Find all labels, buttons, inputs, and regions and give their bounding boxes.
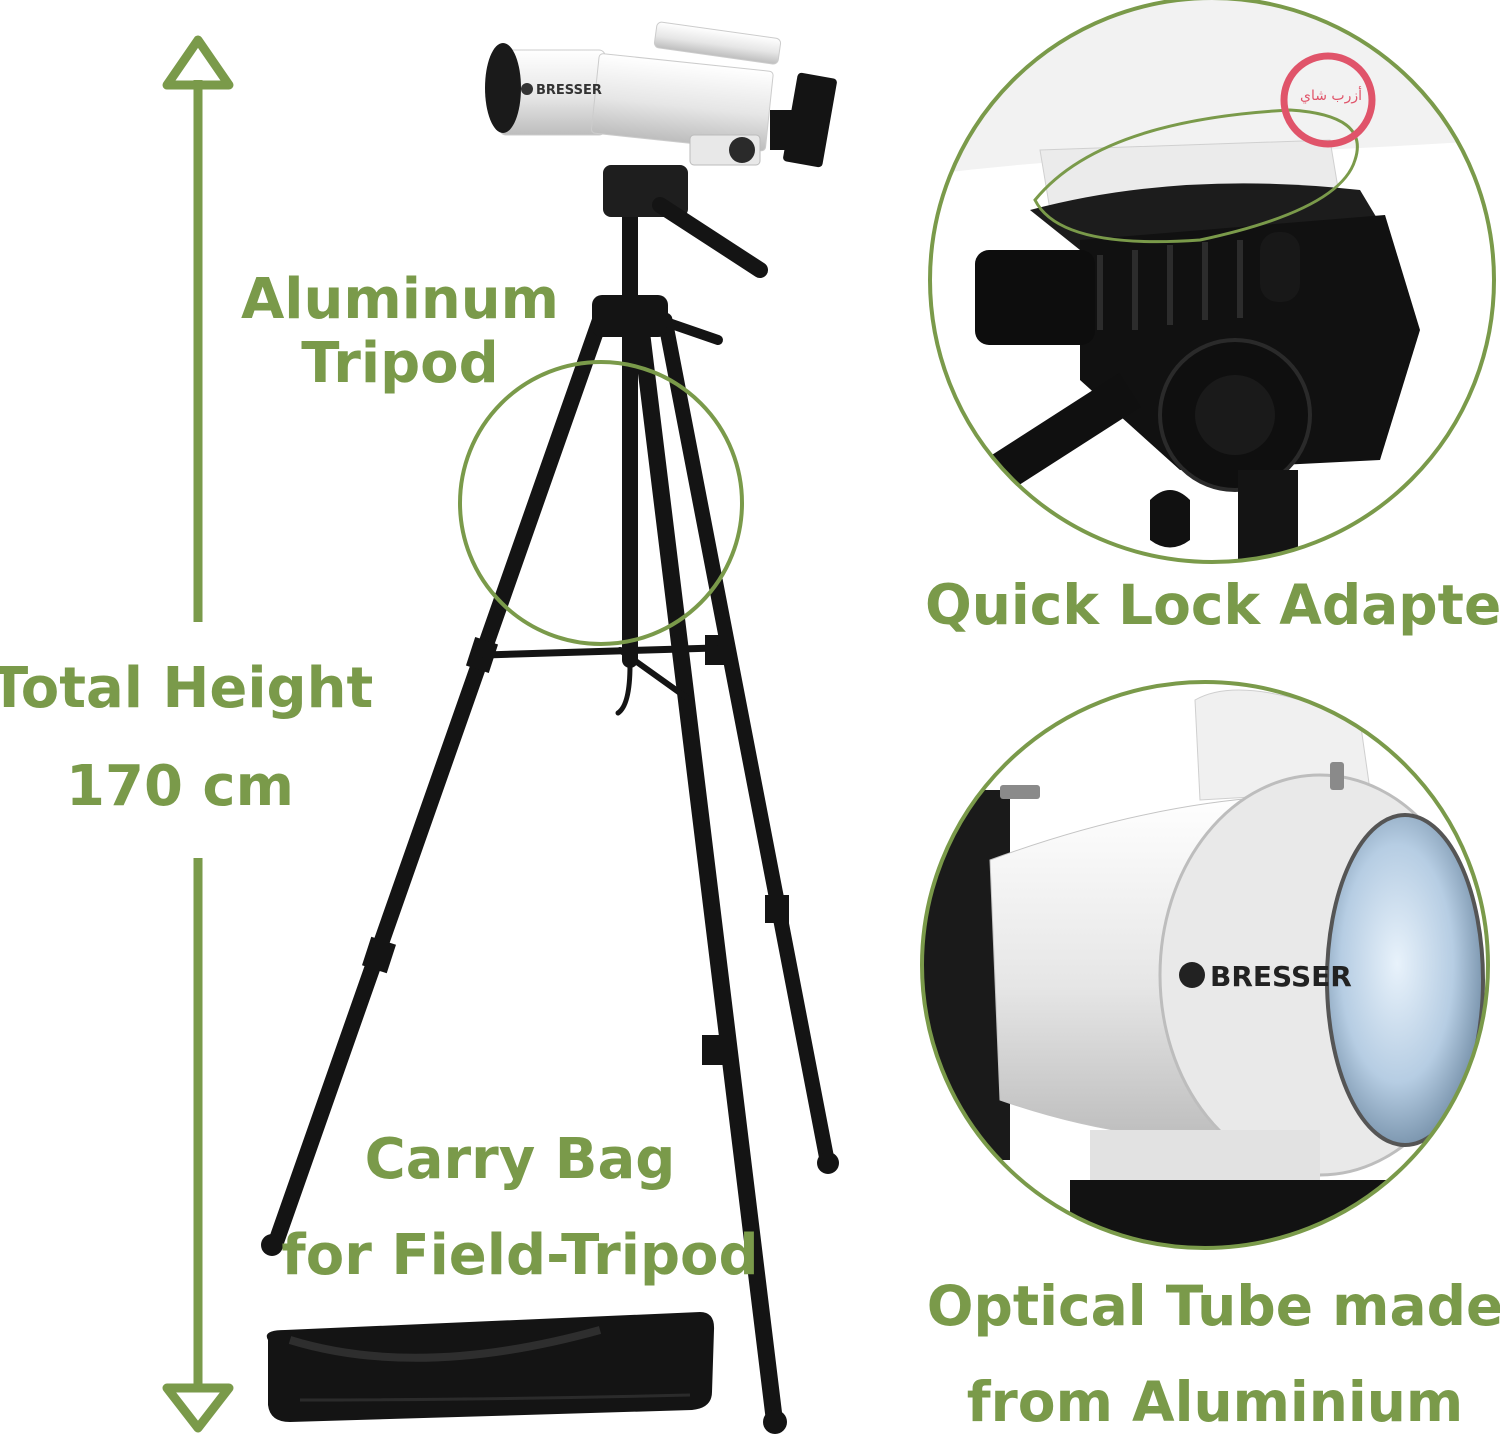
brand-logo-icon: BRESSER [521, 83, 602, 98]
tube-brand-logo-text: BRESSER [1210, 960, 1352, 993]
tripod [261, 165, 839, 1434]
total-height-label: Total Height 170 cm [0, 656, 374, 819]
carry-bag [266, 1312, 715, 1422]
brand-logo-text: BRESSER [536, 83, 602, 98]
tube-brand-logo-icon: BRESSER [1179, 960, 1352, 993]
tripod-zoom-circle [458, 360, 744, 646]
quick-lock-detail-image [928, 0, 1496, 564]
quick-lock-adapter-label: Quick Lock Adapter [925, 573, 1500, 637]
height-arrow-icon [162, 35, 234, 1433]
watermark-text: أزرب شاي [1300, 88, 1362, 104]
telescope: BRESSER [485, 21, 837, 168]
optical-tube-label: Optical Tube made from Aluminium [926, 1274, 1500, 1435]
optical-tube-detail-image: BRESSER [920, 680, 1490, 1250]
aluminum-tripod-label: Aluminum Tripod [240, 267, 560, 397]
carry-bag-label: Carry Bag for Field-Tripod [281, 1127, 759, 1289]
watermark-stamp-icon [1280, 52, 1376, 148]
